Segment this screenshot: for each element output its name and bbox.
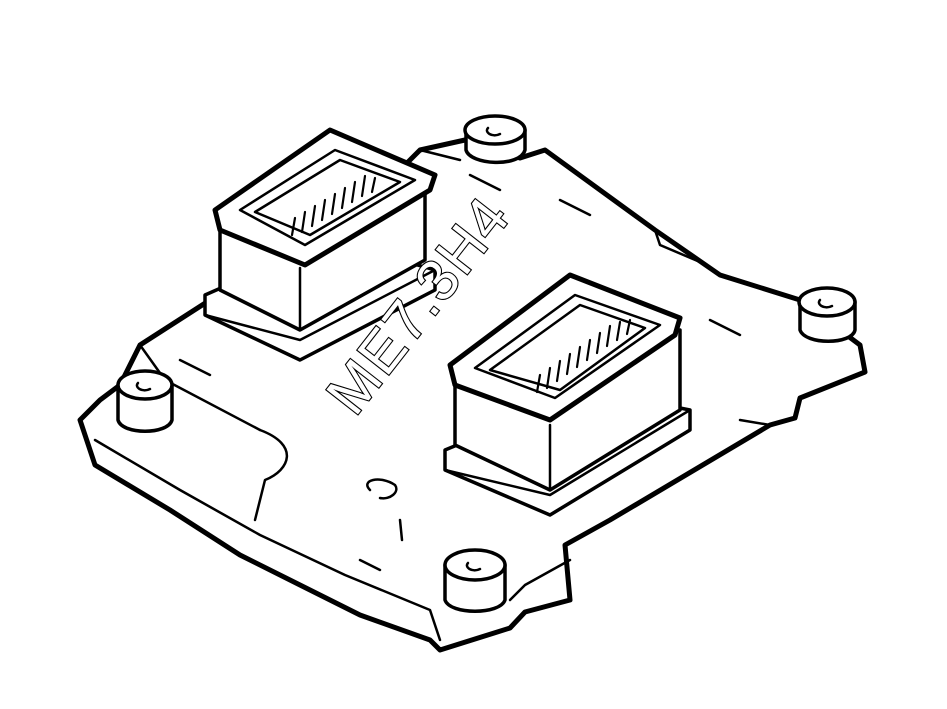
- mounting-boss-right: [797, 286, 857, 343]
- connector-right-pins: [535, 318, 632, 394]
- mounting-boss-top: [463, 114, 527, 165]
- mounting-boss-bottom: [443, 548, 507, 613]
- mounting-boss-left: [116, 369, 174, 433]
- connector-left: [203, 127, 438, 362]
- connector-left-pins: [290, 174, 377, 237]
- connector-right: [443, 272, 692, 517]
